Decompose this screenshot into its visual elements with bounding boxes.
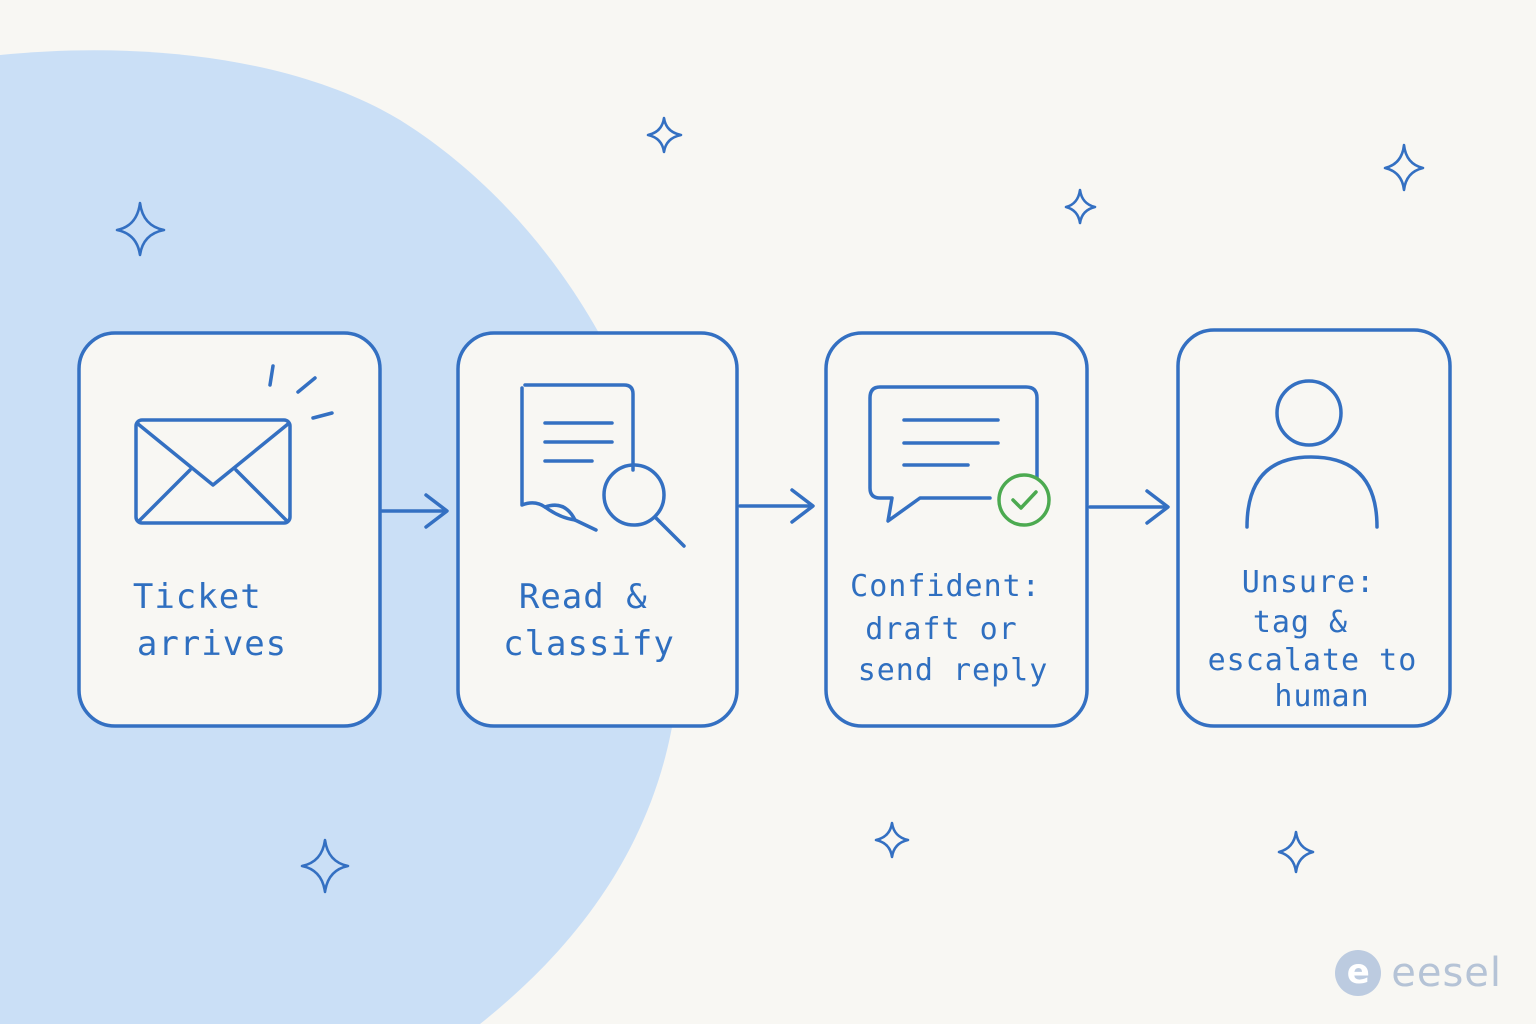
step-label-unsure: Unsure: tag & escalate to human <box>1208 565 1437 714</box>
label-line: Unsure: <box>1242 565 1375 600</box>
document-magnifier-icon <box>520 383 686 548</box>
sparkle-icon <box>874 821 910 859</box>
label-line: escalate to <box>1208 643 1418 678</box>
arrow-icon <box>380 493 449 529</box>
label-line: arrives <box>137 624 287 664</box>
label-line: Ticket <box>133 577 262 617</box>
eesel-logo: e eesel <box>1335 950 1502 996</box>
label-line: tag & <box>1253 605 1348 640</box>
chat-check-icon <box>868 385 1051 527</box>
eesel-logo-mark-icon: e <box>1335 950 1382 996</box>
arrow-icon <box>1088 489 1170 525</box>
sparkle-stars <box>115 116 1425 894</box>
sparkle-icon <box>646 116 683 154</box>
label-line: draft or <box>865 612 1018 647</box>
label-line: human <box>1274 679 1369 714</box>
person-icon <box>1245 379 1379 529</box>
label-line: classify <box>503 624 675 664</box>
envelope-icon <box>134 364 334 525</box>
sparkle-icon <box>1277 830 1315 874</box>
step-label-ticket: Ticket arrives <box>133 577 287 664</box>
label-line: send reply <box>858 653 1049 688</box>
step-box-confident <box>824 331 1089 728</box>
brand-name: eesel <box>1391 950 1502 996</box>
check-circle-icon <box>997 473 1051 527</box>
step-box-unsure <box>1176 328 1452 728</box>
label-line: Confident: <box>850 569 1041 604</box>
sparkle-icon <box>300 838 350 894</box>
sparkle-icon <box>1383 143 1425 192</box>
label-line: Read & <box>519 577 648 617</box>
step-box-ticket <box>77 331 382 728</box>
sparkle-icon <box>1064 188 1097 225</box>
arrow-icon <box>738 488 815 524</box>
step-label-confident: Confident: draft or send reply <box>850 569 1060 688</box>
step-label-classify: Read & classify <box>503 577 675 664</box>
sparkle-icon <box>115 201 166 257</box>
